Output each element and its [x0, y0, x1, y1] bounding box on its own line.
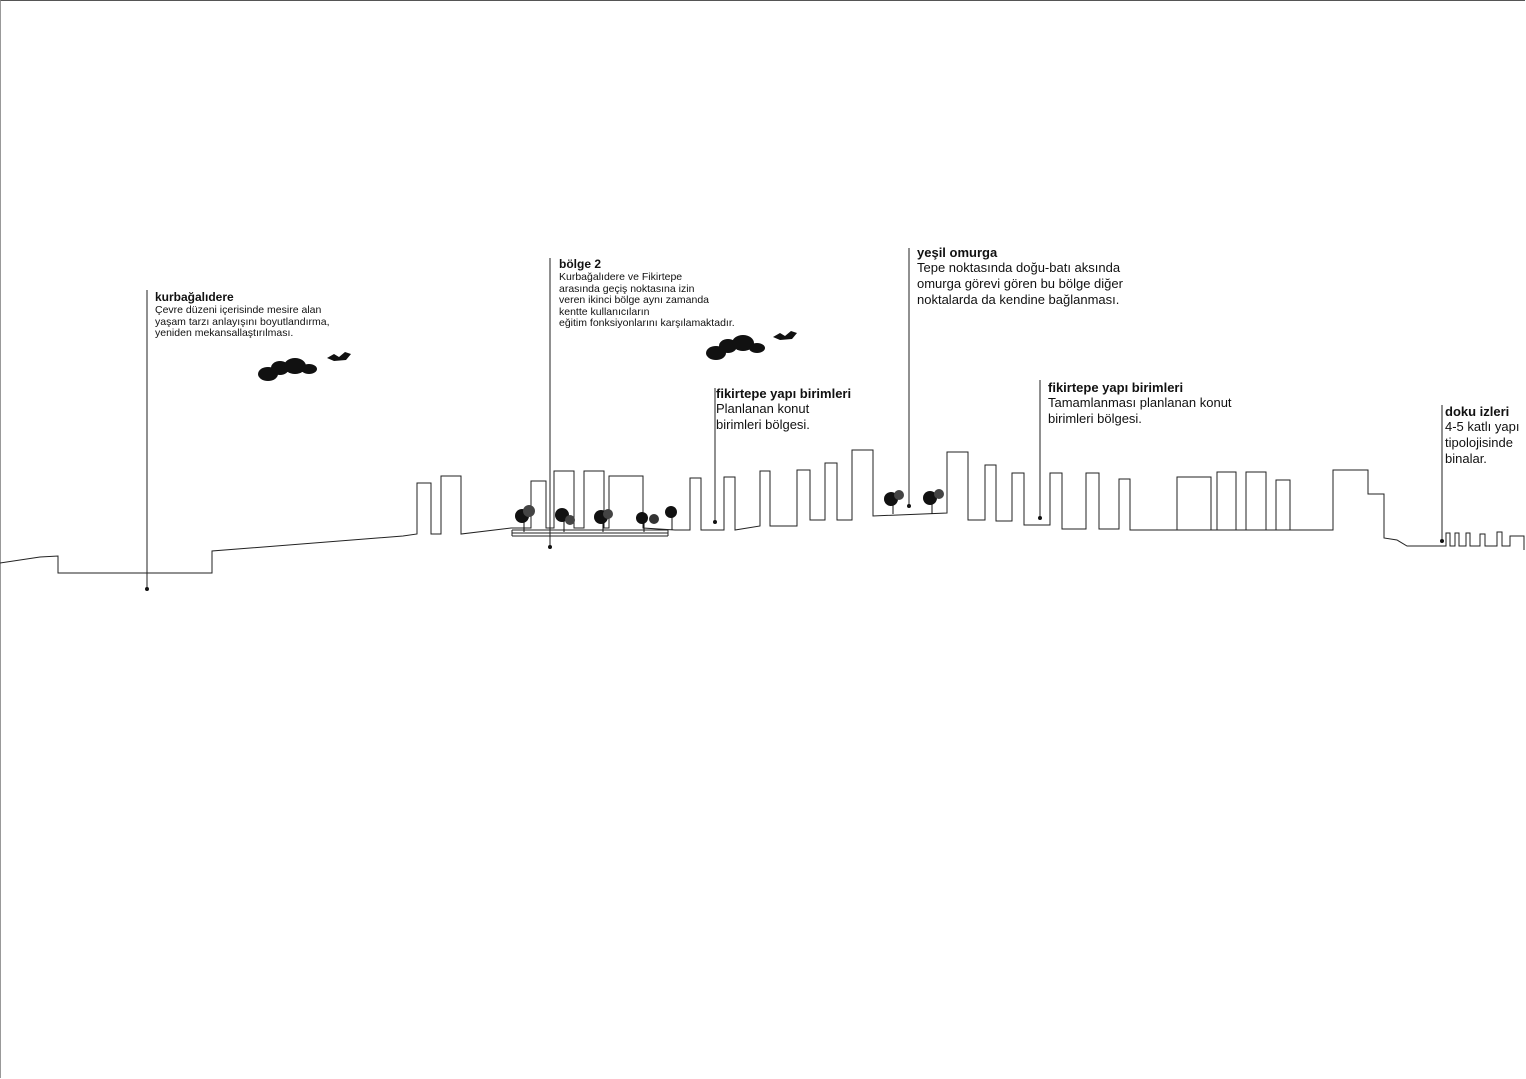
annotation-line: Tamamlanması planlanan konut: [1048, 395, 1232, 410]
annotation-title: yeşil omurga: [917, 245, 998, 260]
tree-icon: [515, 505, 535, 532]
annotation-line: Çevre düzeni içerisinde mesire alan: [155, 304, 322, 316]
annotation-title: kurbağalıdere: [155, 290, 234, 304]
annotation-line: eğitim fonksiyonlarını karşılamaktadır.: [559, 317, 735, 329]
annotation-line: veren ikinci bölge aynı zamanda: [559, 294, 710, 306]
terrain-skyline-line: [0, 449, 1525, 574]
annotation-line: kentte kullanıcıların: [559, 305, 650, 318]
annotation-yesil-omurga: yeşil omurga Tepe noktasında doğu-batı a…: [917, 245, 1123, 308]
annotation-title: fikirtepe yapı birimleri: [1048, 380, 1184, 395]
annotation-line: 4-5 katlı yapı: [1445, 419, 1520, 434]
bird-flock-icon: [258, 352, 351, 381]
trees: [515, 489, 944, 532]
annotation-title: bölge 2: [559, 257, 602, 271]
birds-clouds: [258, 331, 797, 381]
planned-buildings: [1176, 471, 1291, 531]
annotation-bolge-2: bölge 2 Kurbağalıdere ve Fikirtepe arası…: [559, 257, 735, 330]
annotation-title: fikirtepe yapı birimleri: [716, 386, 852, 401]
annotation-line: Planlanan konut: [716, 401, 810, 416]
annotation-fikirtepe-completion: fikirtepe yapı birimleri Tamamlanması pl…: [1048, 380, 1232, 427]
annotation-line: Kurbağalıdere ve Fikirtepe: [559, 271, 683, 283]
tree-icon: [665, 506, 677, 530]
leader-lines: [146, 248, 1443, 589]
annotation-line: yeniden mekansallaştırılması.: [155, 327, 294, 339]
annotation-line: birimleri bölgesi.: [716, 417, 810, 432]
annotation-title: doku izleri: [1445, 404, 1510, 419]
tree-icon: [636, 512, 659, 532]
annotation-line: birimleri bölgesi.: [1048, 411, 1142, 426]
annotation-kurbagalidere: kurbağalıdere Çevre düzeni içerisinde me…: [155, 290, 330, 340]
annotation-doku-izleri: doku izleri 4-5 katlı yapı tipolojisinde…: [1445, 404, 1519, 467]
annotation-fikirtepe-planned: fikirtepe yapı birimleri Planlanan konut…: [716, 386, 851, 433]
annotation-line: omurga görevi gören bu bölge diğer: [917, 276, 1123, 291]
tree-icon: [884, 490, 904, 514]
tree-icon: [594, 509, 613, 532]
tree-icon: [555, 508, 575, 532]
annotation-line: arasında geçiş noktasına izin: [559, 282, 695, 295]
bird-flock-icon: [706, 331, 797, 360]
school-platform: [511, 529, 669, 537]
tree-icon: [923, 489, 944, 514]
annotation-line: binalar.: [1445, 451, 1487, 466]
annotation-line: tipolojisinde: [1445, 435, 1513, 450]
annotation-line: noktalarda da kendine bağlanması.: [917, 292, 1120, 307]
annotation-line: yaşam tarzı anlayışını boyutlandırma,: [155, 315, 330, 328]
leader-dots: [145, 504, 1444, 591]
annotation-line: Tepe noktasında doğu-batı aksında: [917, 260, 1121, 275]
